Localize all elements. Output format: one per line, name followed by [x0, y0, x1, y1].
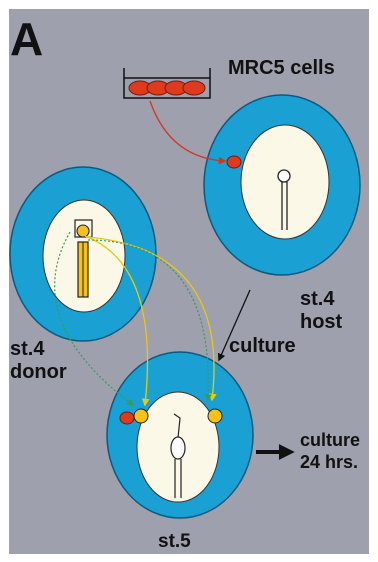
red-cell	[183, 81, 205, 95]
node	[171, 437, 185, 459]
culture-label: culture	[229, 335, 296, 357]
result-embryo	[107, 352, 253, 518]
culture-24-label-line2: 24 hrs.	[300, 452, 358, 472]
grafted-cell	[120, 412, 134, 424]
host-stage-label: st.4	[300, 288, 335, 310]
panel-letter: A	[10, 13, 43, 65]
result-stage-label: st.5	[158, 531, 191, 552]
node-graft-left	[134, 409, 148, 423]
donor-stage-label: st.4	[10, 338, 45, 360]
culture-24-label-line1: culture	[300, 430, 360, 450]
node-graft	[77, 225, 89, 237]
grafted-cell	[227, 156, 241, 168]
host-embryo	[204, 95, 360, 275]
donor-embryo	[10, 167, 156, 341]
host-label: host	[300, 311, 343, 333]
donor-label: donor	[10, 361, 67, 383]
node-graft-right	[208, 409, 222, 423]
cells-label: MRC5 cells	[228, 57, 335, 79]
node	[278, 170, 290, 182]
